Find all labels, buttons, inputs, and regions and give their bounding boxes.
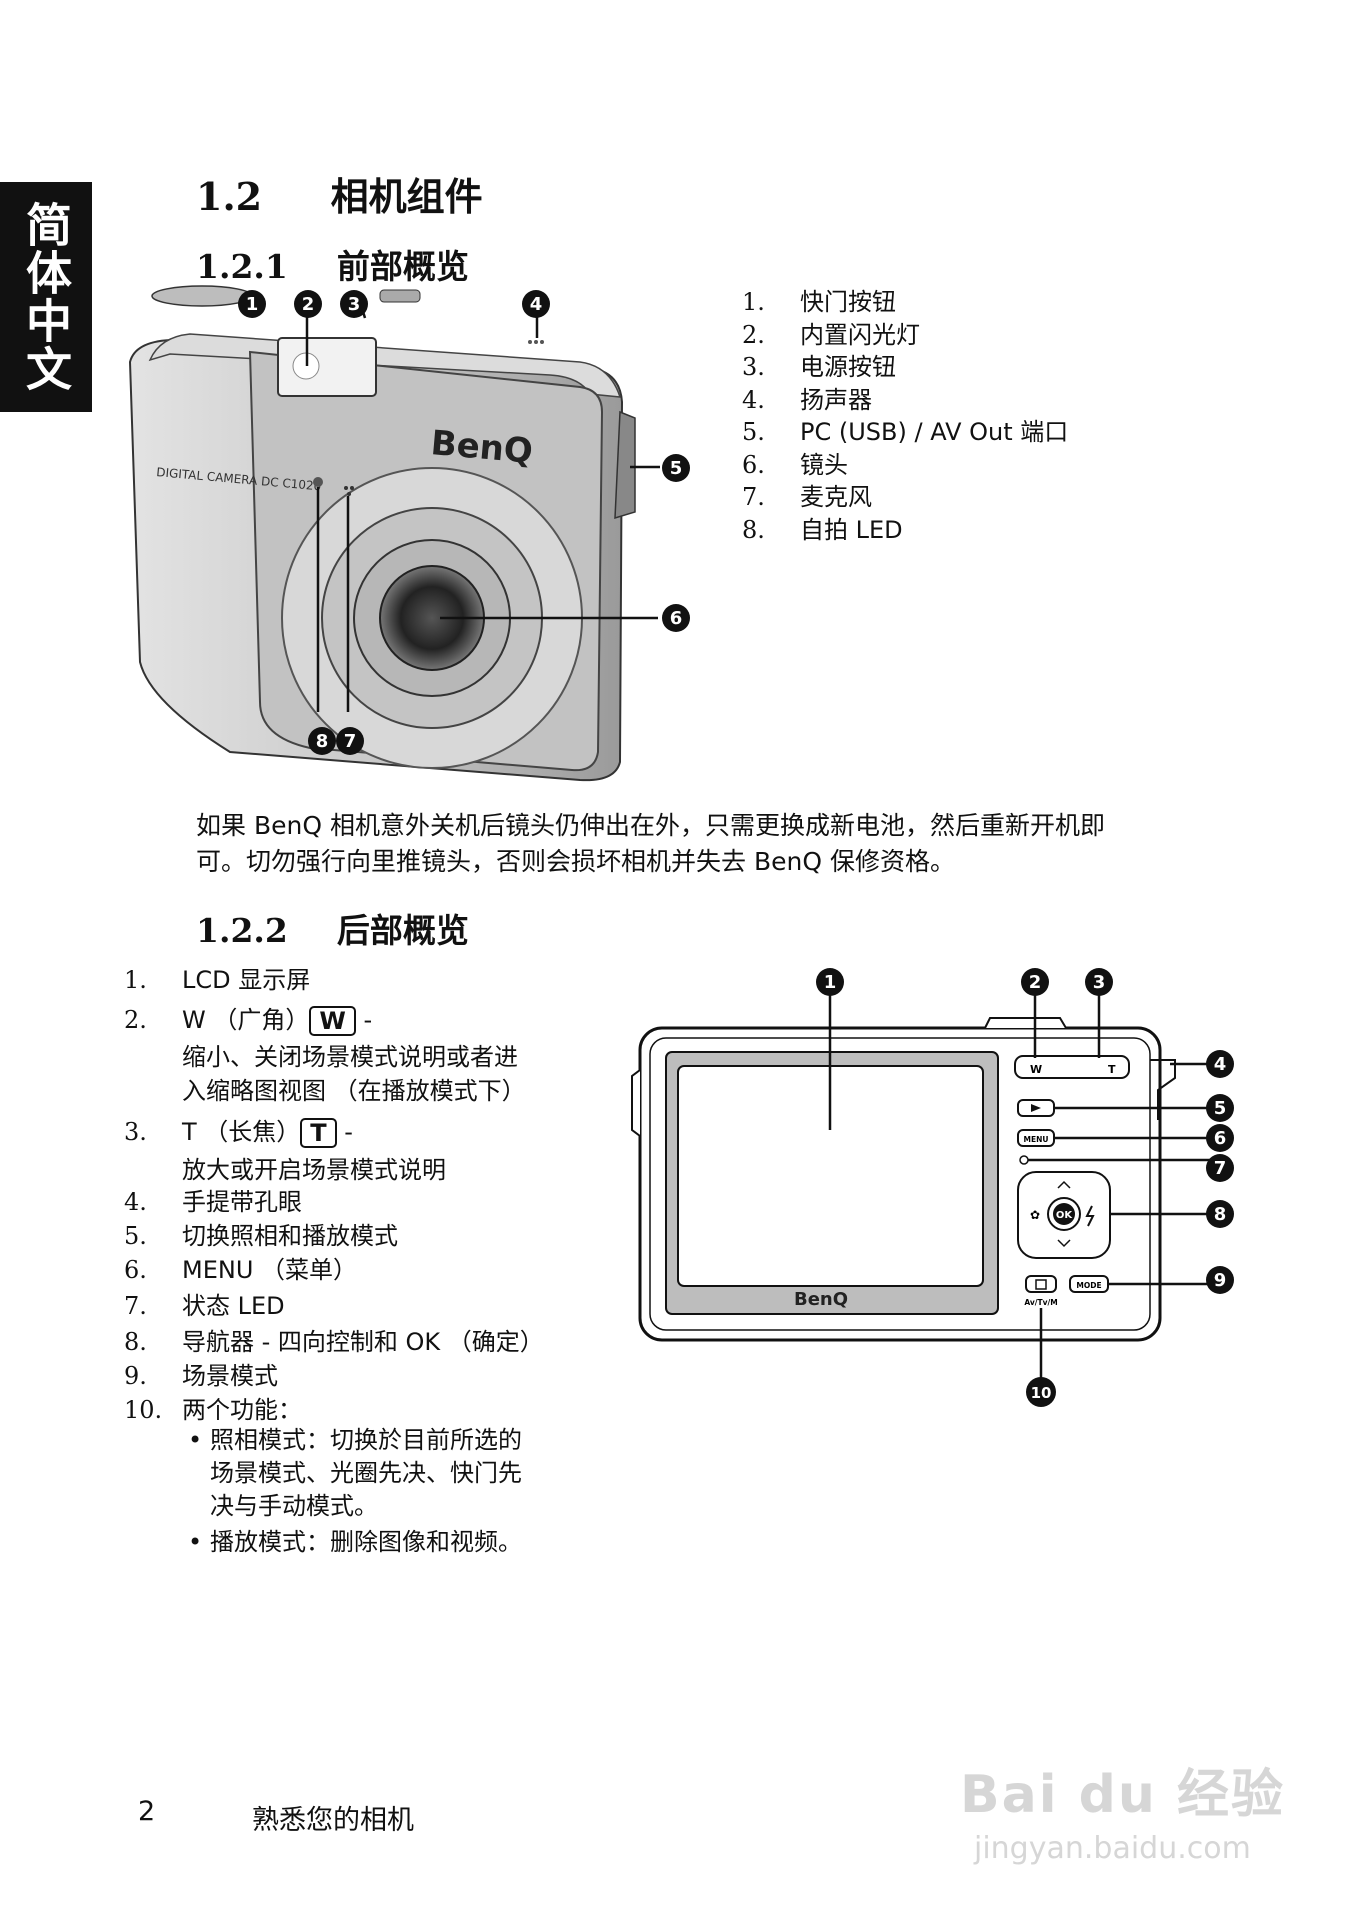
language-side-tab: 简体中文 <box>0 182 92 412</box>
rear-title: 后部概览 <box>337 911 469 950</box>
list-item: 5.PC (USB) / AV Out 端口 <box>742 416 1068 449</box>
front-title: 前部概览 <box>337 247 469 286</box>
front-callout-3: 3 <box>348 294 361 315</box>
rear-callout-4: 4 <box>1214 1054 1227 1075</box>
list-item: 1.快门按钮 <box>742 286 1068 319</box>
note-line-2: 可。切勿强行向里推镜头，否则会损坏相机并失去 BenQ 保修资格。 <box>196 844 1236 880</box>
rear-callout-9: 9 <box>1214 1270 1227 1291</box>
list-item-desc: 缩小、关闭场景模式说明或者进 入缩略图视图 （在播放模式下） <box>182 1040 526 1108</box>
section-number: 1.2 <box>196 174 262 219</box>
list-item: 7.状态 LED <box>124 1286 285 1321</box>
rear-callout-1: 1 <box>824 972 837 993</box>
baidu-watermark: Bai du 经验 jingyan.baidu.com <box>960 1752 1320 1866</box>
list-item: 7.麦克风 <box>742 481 1068 514</box>
front-callout-1: 1 <box>246 294 259 315</box>
list-item: 3.电源按钮 <box>742 351 1068 384</box>
page-number: 2 <box>138 1796 155 1827</box>
rear-callout-7: 7 <box>1214 1158 1227 1179</box>
list-item: 10.两个功能： <box>124 1390 302 1425</box>
list-item: 6.MENU （菜单） <box>124 1250 357 1285</box>
front-callout-layer: 1 2 3 4 5 6 8 7 <box>230 286 700 766</box>
front-number: 1.2.1 <box>196 247 288 286</box>
w-button-label: W <box>1030 1063 1042 1076</box>
list-item: 1.LCD 显示屏 <box>124 960 310 995</box>
front-callout-5: 5 <box>670 458 683 479</box>
watermark-url: jingyan.baidu.com <box>960 1831 1320 1866</box>
bullet-item: •播放模式：删除图像和视频。 <box>188 1522 522 1557</box>
rear-callout-8: 8 <box>1214 1204 1227 1225</box>
rear-camera-illustration: BenQ W T MENU OK ✿ Av/Tv/M MODE 1 2 3 4 <box>630 960 1250 1450</box>
list-item: 9.场景模式 <box>124 1356 278 1391</box>
ok-button-label: OK <box>1056 1210 1074 1221</box>
list-item: 5.切换照相和播放模式 <box>124 1216 398 1251</box>
front-callout-2: 2 <box>302 294 315 315</box>
mode-button-label: MODE <box>1076 1281 1101 1290</box>
front-callout-7: 7 <box>344 731 357 752</box>
list-item: 8.自拍 LED <box>742 514 1068 547</box>
section-title: 相机组件 <box>331 175 483 219</box>
status-led <box>1020 1156 1028 1164</box>
list-item: 4.手提带孔眼 <box>124 1182 302 1217</box>
front-parts-list: 1.快门按钮 2.内置闪光灯 3.电源按钮 4.扬声器 5.PC (USB) /… <box>742 286 1068 546</box>
rear-callout-10: 10 <box>1031 1384 1052 1402</box>
rear-callout-6: 6 <box>1214 1128 1227 1149</box>
av-tv-m-label: Av/Tv/M <box>1024 1298 1057 1307</box>
watermark-brand: Bai du 经验 <box>960 1752 1320 1827</box>
w-key-icon: W <box>309 1006 355 1036</box>
menu-button-label: MENU <box>1024 1135 1049 1144</box>
note-line-1: 如果 BenQ 相机意外关机后镜头仍伸出在外，只需更换成新电池，然后重新开机即 <box>196 808 1236 844</box>
rear-callout-5: 5 <box>1214 1098 1227 1119</box>
rear-callout-3: 3 <box>1093 972 1106 993</box>
bullet-item: •照相模式：切换於目前所选的 场景模式、光圈先决、快门先 决与手动模式。 <box>188 1424 522 1523</box>
rear-brand-logo: BenQ <box>794 1289 848 1310</box>
list-item: 8.导航器 - 四向控制和 OK （确定） <box>124 1322 544 1357</box>
front-heading: 1.2.1 前部概览 <box>196 240 469 288</box>
rear-number: 1.2.2 <box>196 911 288 950</box>
section-heading: 1.2 相机组件 <box>196 166 483 221</box>
t-key-icon: T <box>300 1118 336 1148</box>
list-item-desc: 放大或开启场景模式说明 <box>182 1150 446 1185</box>
list-item: 4.扬声器 <box>742 384 1068 417</box>
front-callout-4: 4 <box>530 294 543 315</box>
front-callout-6: 6 <box>670 608 683 629</box>
front-callout-8: 8 <box>316 731 329 752</box>
list-item: 3.T （长焦）T - <box>124 1112 353 1148</box>
list-item: 6.镜头 <box>742 449 1068 482</box>
macro-icon: ✿ <box>1030 1208 1040 1222</box>
rear-heading: 1.2.2 后部概览 <box>196 904 469 952</box>
footer-title: 熟悉您的相机 <box>252 1798 414 1837</box>
rear-callout-2: 2 <box>1029 972 1042 993</box>
note-paragraph: 如果 BenQ 相机意外关机后镜头仍伸出在外，只需更换成新电池，然后重新开机即 … <box>196 808 1236 880</box>
list-item: 2.内置闪光灯 <box>742 319 1068 352</box>
t-button-label: T <box>1108 1063 1116 1076</box>
list-item: 2.W （广角）W - <box>124 1000 372 1036</box>
